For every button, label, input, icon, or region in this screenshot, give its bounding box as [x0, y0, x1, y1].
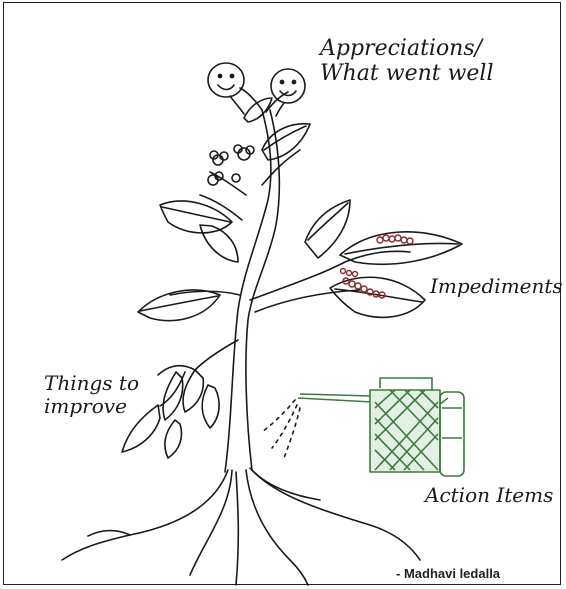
trunk	[225, 110, 279, 472]
leaves	[138, 98, 462, 321]
flower-bud-icon	[208, 145, 254, 185]
things-to-improve-label: Things to improve	[44, 372, 139, 418]
things-label-line1: Things to	[44, 372, 139, 395]
watering-can-icon	[298, 378, 464, 476]
author-credit: - Madhavi ledalla	[396, 566, 500, 581]
roots	[62, 468, 420, 585]
branches	[170, 88, 410, 370]
water-spray	[262, 400, 300, 458]
appreciations-label-line2: What went well	[320, 61, 494, 86]
impediments-label: Impediments	[430, 275, 563, 298]
appreciations-label-line1: Appreciations/	[320, 36, 494, 61]
action-items-label: Action Items	[425, 484, 553, 507]
appreciations-label: Appreciations/ What went well	[320, 36, 494, 87]
things-label-line2: improve	[44, 395, 139, 418]
smiley-flower-icon	[208, 63, 305, 116]
caterpillar-icon	[341, 235, 414, 298]
